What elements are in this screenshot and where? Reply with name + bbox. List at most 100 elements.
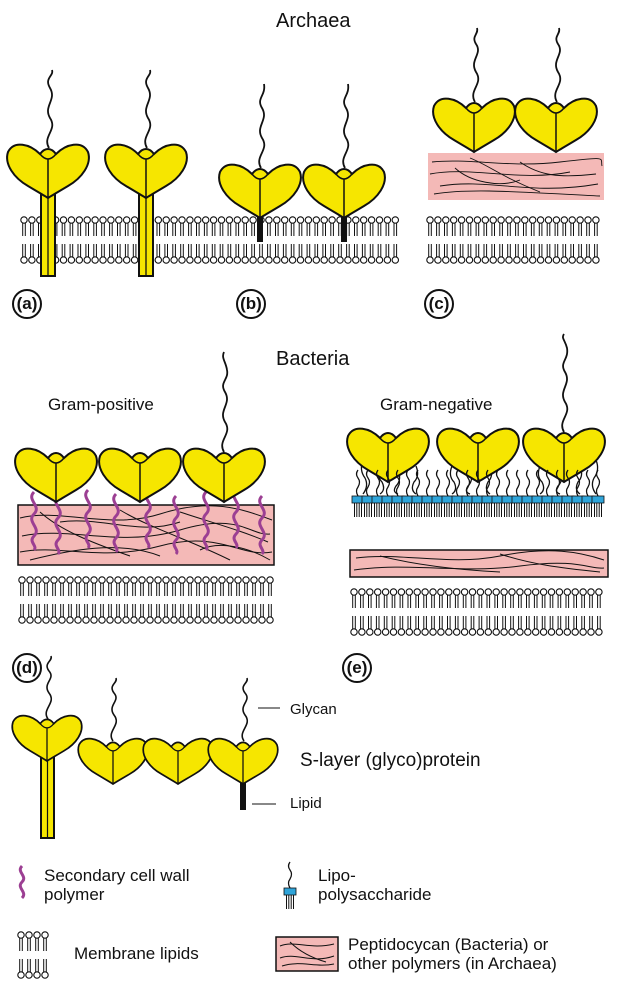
lipid-molecule <box>305 217 311 263</box>
key-protein-lipid <box>208 678 278 810</box>
lipid-molecule <box>517 589 523 635</box>
legend-peptidocycan-icon <box>276 937 338 971</box>
lipid-molecule <box>522 217 528 263</box>
legend-secondary-polymer-label: Secondary cell wall polymer <box>44 866 190 904</box>
lipid-molecule <box>501 589 507 635</box>
lipid-molecule <box>588 589 594 635</box>
lipid-molecule <box>485 589 491 635</box>
lipid-molecule <box>466 217 472 263</box>
lipid-molecule <box>406 589 412 635</box>
lipid-molecule <box>51 577 57 623</box>
lipid-molecule <box>187 577 193 623</box>
lipid-molecule <box>361 217 367 263</box>
lipid-molecule <box>376 217 382 263</box>
membrane-lipids-e <box>351 589 602 635</box>
lipid-molecule <box>59 577 65 623</box>
lipid-molecule <box>19 577 25 623</box>
lipid-molecule <box>454 589 460 635</box>
lps-molecule <box>542 470 554 517</box>
protein-c2 <box>515 28 597 152</box>
lipid-molecule <box>251 577 257 623</box>
lipid-molecule <box>259 577 265 623</box>
lipid-molecule <box>75 577 81 623</box>
lipid-molecule <box>569 217 575 263</box>
lipid-molecule <box>469 589 475 635</box>
lipid-molecule <box>461 589 467 635</box>
lipid-molecule <box>99 577 105 623</box>
lipid-molecule <box>427 217 433 263</box>
lipid-molecule <box>321 217 327 263</box>
lipid-molecule <box>414 589 420 635</box>
lipid-molecule <box>392 217 398 263</box>
protein-d2 <box>99 449 181 502</box>
lipid-molecule <box>187 217 193 263</box>
legend-secondary-polymer-icon <box>20 866 23 898</box>
lipid-molecule <box>116 217 122 263</box>
lipid-molecule <box>553 217 559 263</box>
lipid-molecule <box>235 577 241 623</box>
lipid-molecule <box>91 577 97 623</box>
legend-peptidocycan-label: Peptidocycan (Bacteria) or other polymer… <box>348 935 557 973</box>
protein-a1 <box>7 70 89 276</box>
lipid-molecule <box>596 589 602 635</box>
lps-molecule <box>492 470 504 517</box>
lipid-molecule <box>43 577 49 623</box>
lipid-molecule <box>446 589 452 635</box>
wall-c <box>428 153 604 200</box>
lipid-molecule <box>509 589 515 635</box>
lipid-molecule <box>384 217 390 263</box>
lipid-molecule <box>35 577 41 623</box>
lipid-molecule <box>458 217 464 263</box>
lipid-molecule <box>443 217 449 263</box>
glycan-callout: Glycan <box>290 701 337 718</box>
lipid-molecule <box>368 217 374 263</box>
lipid-molecule <box>545 217 551 263</box>
lipid-molecule <box>21 217 27 263</box>
key-protein-plain <box>143 739 213 784</box>
lipid-molecule <box>218 217 224 263</box>
lipid-molecule <box>266 217 272 263</box>
lipid-molecule <box>438 589 444 635</box>
membrane-lipids-c <box>427 217 599 263</box>
panel-label-e: (e) <box>342 653 372 683</box>
lipid-molecule <box>155 577 161 623</box>
gram-positive-label: Gram-positive <box>48 395 154 415</box>
lipid-molecule <box>577 217 583 263</box>
lipid-molecule <box>561 217 567 263</box>
lipid-molecule <box>195 217 201 263</box>
lipid-molecule <box>493 589 499 635</box>
lipid-molecule <box>556 589 562 635</box>
lps-molecule <box>522 470 534 517</box>
lipid-molecule <box>243 577 249 623</box>
lipid-molecule <box>367 589 373 635</box>
legend-membrane-lipids-icon <box>18 932 48 978</box>
panel-label-b: (b) <box>236 289 266 319</box>
lipid-molecule <box>359 589 365 635</box>
lipid-molecule <box>226 217 232 263</box>
lipid-molecule <box>451 217 457 263</box>
lipid-molecule <box>227 577 233 623</box>
lipid-molecule <box>564 589 570 635</box>
lps-molecule <box>432 470 444 517</box>
lipid-molecule <box>506 217 512 263</box>
lipid-molecule <box>533 589 539 635</box>
lipid-molecule <box>211 577 217 623</box>
lipid-molecule <box>514 217 520 263</box>
key-protein-glycan <box>78 678 148 784</box>
protein-c1 <box>433 28 515 152</box>
legend-lps-label: Lipo- polysaccharide <box>318 866 431 904</box>
lipid-molecule <box>123 577 129 623</box>
lipid-molecule <box>107 577 113 623</box>
lipid-molecule <box>60 217 66 263</box>
lps-molecule <box>452 470 464 517</box>
archaea-title: Archaea <box>276 10 351 33</box>
lipid-molecule <box>490 217 496 263</box>
lipid-molecule <box>171 217 177 263</box>
lipid-molecule <box>163 217 169 263</box>
lipid-molecule <box>171 577 177 623</box>
lipid-molecule <box>250 217 256 263</box>
lps-molecule <box>422 470 434 517</box>
lipid-molecule <box>525 589 531 635</box>
lipid-callout: Lipid <box>290 795 322 812</box>
panel-label-a: (a) <box>12 289 42 319</box>
